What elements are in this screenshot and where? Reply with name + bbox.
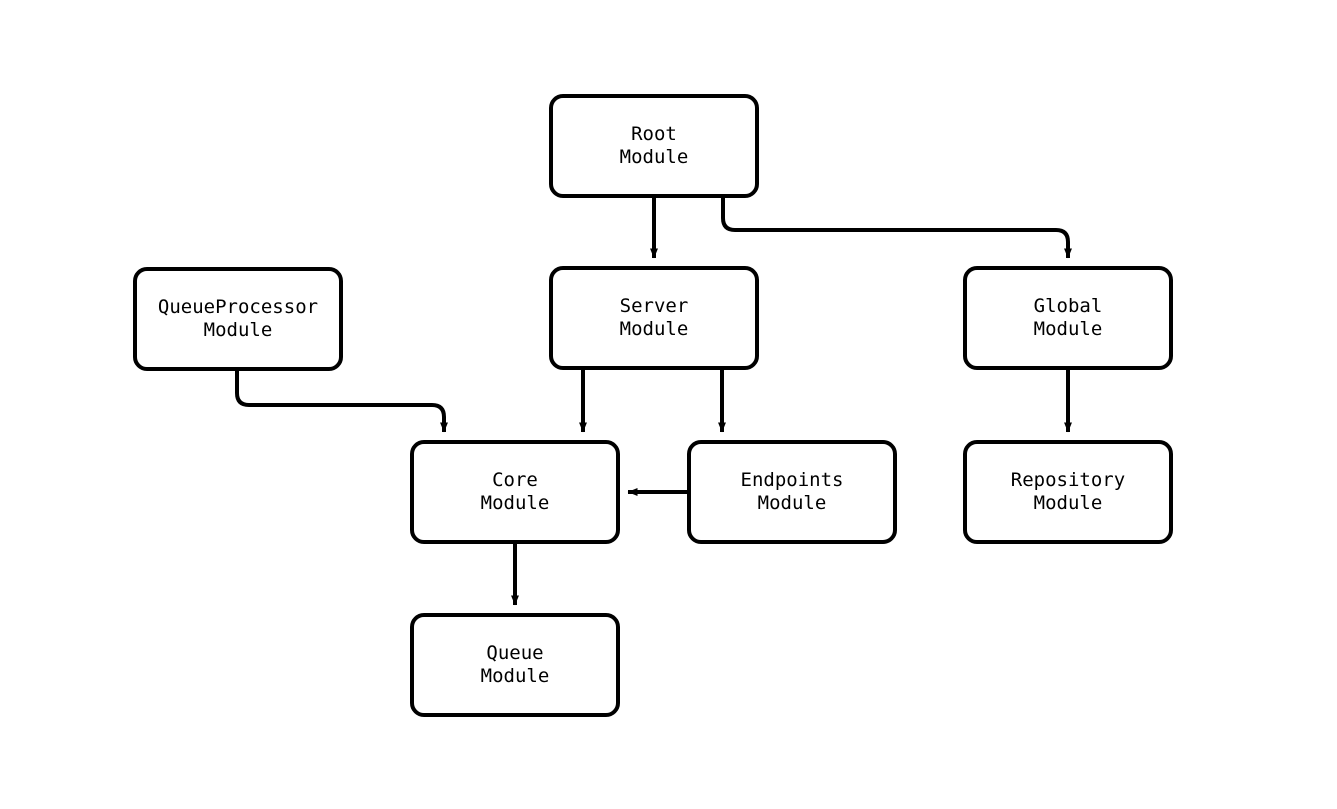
node-label-line1: Core bbox=[492, 469, 538, 491]
node-label-line1: Endpoints bbox=[740, 469, 844, 491]
node-label-line1: Global bbox=[1033, 295, 1103, 317]
node-queue-module[interactable]: Queue Module bbox=[410, 613, 620, 717]
node-global-module[interactable]: Global Module bbox=[963, 266, 1173, 370]
edge-queueprocessor-to-core bbox=[235, 371, 448, 433]
node-label-line2: Module bbox=[1033, 492, 1103, 514]
node-queueprocessor-module[interactable]: QueueProcessor Module bbox=[133, 267, 343, 371]
edge-root-to-global bbox=[721, 198, 1072, 259]
node-label-line1: Queue bbox=[486, 642, 544, 664]
node-label-line2: Module bbox=[619, 318, 689, 340]
node-label-line1: QueueProcessor bbox=[157, 296, 319, 318]
node-label-line1: Repository bbox=[1010, 469, 1126, 491]
node-label-line2: Module bbox=[1033, 318, 1103, 340]
node-endpoints-module[interactable]: Endpoints Module bbox=[687, 440, 897, 544]
node-server-module[interactable]: Server Module bbox=[549, 266, 759, 370]
node-label-line2: Module bbox=[480, 492, 550, 514]
node-root-module[interactable]: Root Module bbox=[549, 94, 759, 198]
node-label-line2: Module bbox=[203, 319, 273, 341]
node-label-line2: Module bbox=[619, 146, 689, 168]
node-repository-module[interactable]: Repository Module bbox=[963, 440, 1173, 544]
node-label-line1: Server bbox=[619, 295, 689, 317]
node-label-line2: Module bbox=[480, 665, 550, 687]
node-label-line2: Module bbox=[757, 492, 827, 514]
node-core-module[interactable]: Core Module bbox=[410, 440, 620, 544]
node-label-line1: Root bbox=[631, 123, 677, 145]
